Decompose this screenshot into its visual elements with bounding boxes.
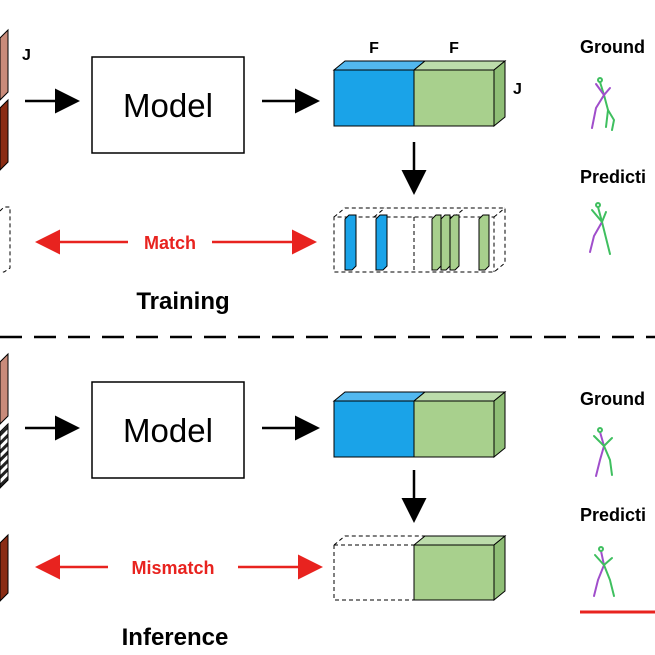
- inference-prediction-label: Predicti: [580, 505, 646, 525]
- dim-j-top: J: [513, 81, 522, 98]
- mismatch-label: Mismatch: [131, 558, 214, 578]
- inference-input-cube-hatched: [0, 422, 9, 489]
- training-target-outline: [0, 206, 11, 273]
- training-input-cube-top: [0, 28, 9, 101]
- training-prediction-label: Predicti: [580, 167, 646, 187]
- training-output-cuboid: [332, 59, 507, 128]
- inference-ground-skeleton: [593, 427, 613, 477]
- training-model-label: Model: [123, 87, 213, 124]
- training-ground-label: Ground: [580, 37, 645, 57]
- inference-input-cube-top: [0, 352, 9, 425]
- training-ground-skeleton: [591, 77, 616, 131]
- inference-future-cuboid: [333, 534, 507, 602]
- training-title: Training: [136, 288, 229, 315]
- output-blue-block: [333, 69, 415, 127]
- inference-model-box: [91, 381, 245, 479]
- training-sampled-frames: [333, 207, 506, 273]
- inference-title: Inference: [122, 624, 229, 651]
- inference-prediction-skeleton: [593, 546, 615, 597]
- inference-target-cube: [0, 533, 9, 602]
- dim-j-left: J: [22, 47, 31, 64]
- match-label: Match: [144, 233, 196, 253]
- inference-output-cuboid: [332, 390, 507, 459]
- inference-model-label: Model: [123, 412, 213, 449]
- dim-f-right: F: [449, 40, 459, 57]
- training-model-box: [91, 56, 245, 154]
- output-green-block: [413, 69, 495, 127]
- inference-ground-label: Ground: [580, 389, 645, 409]
- dim-f-left: F: [369, 40, 379, 57]
- training-prediction-skeleton: [589, 202, 611, 255]
- training-input-cube-bottom: [0, 98, 9, 171]
